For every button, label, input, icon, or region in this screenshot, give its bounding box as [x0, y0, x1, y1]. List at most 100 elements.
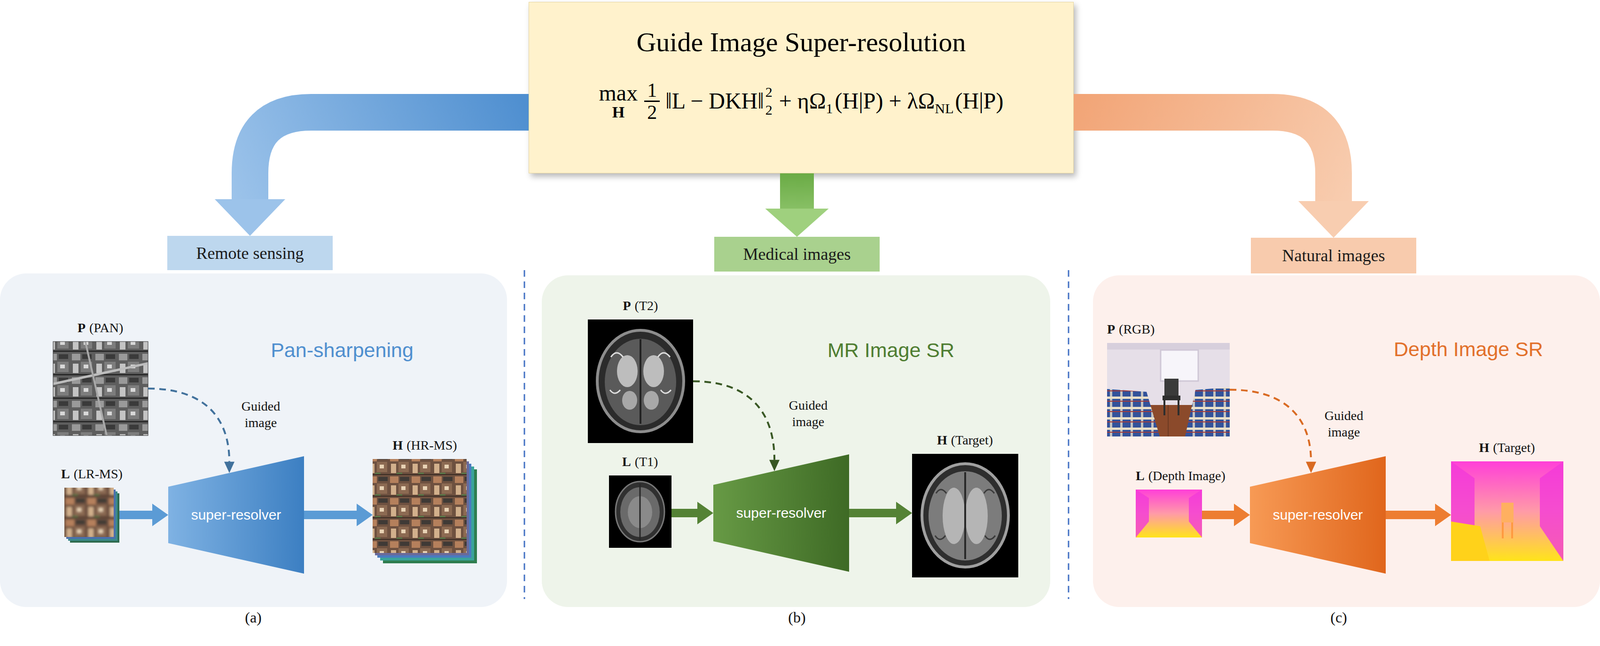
image-label: H(Target) — [1479, 440, 1536, 456]
image-caption: (PAN) — [89, 320, 124, 336]
formula-superscript: 2 — [765, 85, 773, 100]
panel-separator-part — [523, 270, 526, 600]
panel-caption-wrap: (b) — [702, 608, 891, 627]
pan-image — [46, 338, 156, 442]
rgb-bedroom-image-part — [1107, 343, 1230, 437]
depth-lr-image — [1135, 489, 1202, 538]
category-box: Natural images — [1250, 237, 1417, 274]
lr-ms-image-part-part — [64, 487, 114, 538]
image-symbol: H — [392, 437, 404, 453]
panel-title: MR Image SR — [827, 338, 955, 362]
target-brain-image-part — [964, 472, 967, 560]
image-label: L(T1) — [622, 454, 658, 470]
rgb-bedroom-image-part-part — [1167, 405, 1169, 437]
t2-brain-image-part — [597, 330, 684, 432]
image-symbol: L — [1135, 468, 1145, 484]
panel-caption: (b) — [788, 608, 806, 626]
arrowhead — [214, 199, 286, 236]
formula: maxH12‖L − DKH‖22+ ηΩ1(H|P) + λΩNL(H|P) — [599, 79, 1004, 123]
target-brain-image-part — [912, 453, 1019, 578]
category-label: Medical images — [743, 244, 851, 265]
formula-powers: 22 — [765, 85, 773, 118]
t1-brain-image-part — [608, 475, 672, 548]
rgb-bedroom-image-part-part — [1164, 378, 1179, 398]
edge-label-wrap: Guided image — [787, 397, 829, 430]
flow-arrow-line — [849, 508, 897, 518]
panel-caption-wrap: (a) — [159, 608, 348, 627]
formula-text: ‖L − DKH‖ — [665, 88, 765, 114]
t1-brain-image-part — [615, 481, 665, 542]
t2-brain-image-part — [639, 339, 642, 424]
trapezoid-fill — [1249, 456, 1386, 574]
fraction-numerator: 1 — [644, 79, 660, 102]
panel-title-wrap: Pan-sharpening — [154, 337, 531, 363]
connector — [765, 173, 829, 237]
edge-label-wrap: Guided image — [1323, 407, 1365, 441]
depth-target-image-part — [1451, 521, 1490, 562]
image-symbol: L — [61, 466, 71, 482]
connector — [214, 112, 529, 236]
t2-brain-image-part — [604, 338, 677, 426]
trapezoid-fill — [168, 456, 305, 574]
formula-subscript: 1 — [826, 101, 834, 116]
image-symbol: P — [623, 298, 632, 313]
hr-ms-image — [372, 459, 477, 564]
panel-caption-wrap: (c) — [1244, 608, 1433, 627]
panel-separator-part — [1068, 270, 1070, 600]
big-arrow-body — [249, 112, 529, 200]
diagram-title: Guide Image Super-resolution — [636, 26, 966, 59]
flow-arrow-line — [1385, 510, 1436, 520]
trapezoid-fill — [713, 454, 850, 572]
big-arrow-body — [780, 173, 814, 209]
target-brain-image-part — [921, 463, 1009, 568]
depth-lr-image-part — [1135, 489, 1202, 538]
category-label: Remote sensing — [196, 243, 305, 264]
depth-target-image — [1451, 461, 1564, 562]
formula-subscript: H — [612, 104, 625, 121]
panel-caption: (c) — [1330, 608, 1348, 626]
arrowhead — [1298, 201, 1369, 238]
category-box: Remote sensing — [167, 235, 333, 271]
rgb-bedroom-image-part-part — [1163, 400, 1166, 416]
formula-subscript: 2 — [765, 102, 773, 118]
pan-image-part — [53, 341, 149, 436]
formula-fraction: 12 — [644, 79, 660, 123]
target-brain-image-part — [965, 487, 988, 545]
t2-brain-image-part — [616, 355, 638, 388]
target-brain-image-part — [928, 471, 1002, 561]
super-resolver-label: super-resolver — [736, 505, 827, 522]
flow-arrow-line — [1201, 510, 1234, 520]
category-label: Natural images — [1282, 245, 1386, 266]
connector — [1073, 112, 1369, 238]
flow-arrow-line — [671, 508, 698, 518]
t2-brain-image-part — [643, 355, 664, 388]
edge-label: Guided image — [1323, 407, 1365, 441]
super-resolver-block: super-resolver — [1249, 456, 1386, 574]
formula-max: maxH — [599, 81, 639, 121]
depth-target-image-part — [1451, 461, 1564, 562]
t2-brain-image-part — [622, 390, 638, 410]
rgb-bedroom-image-part-part — [1185, 387, 1230, 437]
target-brain-image — [912, 453, 1019, 578]
depth-target-image-part — [1539, 461, 1564, 562]
panel-caption: (a) — [244, 608, 262, 626]
panel-title: Depth Image SR — [1393, 337, 1544, 361]
formula-text: (H|P) + λΩ — [835, 88, 936, 114]
image-caption: (LR-MS) — [73, 466, 123, 482]
image-symbol: P — [1107, 321, 1116, 337]
pan-image-part-part — [53, 361, 149, 386]
image-label: P(PAN) — [77, 320, 124, 336]
image-symbol: H — [936, 432, 948, 448]
rgb-bedroom-image-part-part — [1107, 343, 1230, 350]
depth-target-image-part — [1501, 502, 1514, 523]
title-box: Guide Image Super-resolutionmaxH12‖L − D… — [528, 1, 1074, 174]
arrowhead — [765, 208, 829, 237]
image-symbol: P — [77, 320, 86, 336]
formula-text: (H|P) — [955, 88, 1004, 114]
rgb-bedroom-image-part-part — [1177, 400, 1180, 416]
fraction-denominator: 2 — [647, 101, 657, 123]
depth-lr-image-part — [1135, 489, 1149, 538]
image-caption: (HR-MS) — [406, 437, 457, 453]
formula-subscript: NL — [935, 101, 954, 116]
